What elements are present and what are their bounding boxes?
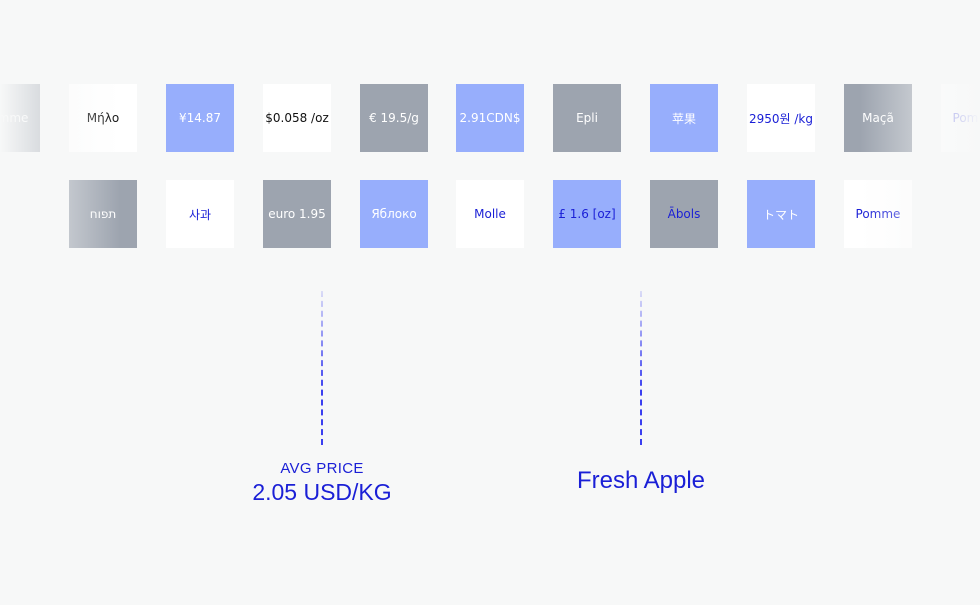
tile-label: € 19.5/g — [369, 111, 419, 125]
tile-label: 苹果 — [671, 111, 696, 126]
price-tile: Яблоко — [360, 180, 428, 248]
tile-label: ¥14.87 — [179, 111, 221, 125]
tile-label: Ābols — [667, 207, 701, 221]
avg-price-label: AVG PRICE — [280, 460, 364, 477]
price-tile: תפוח — [69, 180, 137, 248]
price-tile: Epli — [553, 84, 621, 152]
tile-label: $0.058 /oz — [265, 111, 329, 125]
tile-label: euro 1.95 — [268, 207, 326, 221]
tile-label: 2.91CDN$ — [459, 111, 521, 125]
tile-label: Maçã — [862, 111, 894, 125]
price-tile: Molle — [456, 180, 524, 248]
price-tile: Ābols — [650, 180, 718, 248]
price-tile: euro 1.95 — [263, 180, 331, 248]
price-tile: Pomme — [844, 180, 912, 248]
tile-label: 사과 — [188, 207, 212, 222]
price-tile: トマト — [747, 180, 815, 248]
tile-label: Яблоко — [371, 207, 417, 221]
tile-label: Epli — [576, 111, 598, 125]
tile-row-top: Pomme Μήλο ¥14.87 $0.058 /oz € 19.5/g 2.… — [0, 84, 980, 152]
tile-label: Pomme — [855, 207, 901, 221]
connector-fade — [320, 291, 324, 391]
price-tile: £ 1.6 [oz] — [553, 180, 621, 248]
tile-label: トマト — [762, 207, 799, 222]
tile-label: £ 1.6 [oz] — [558, 207, 616, 221]
tile-label: Molle — [474, 207, 506, 221]
tile-row-bottom: תפוח 사과 euro 1.95 Яблоко Molle £ 1.6 [oz… — [0, 180, 980, 248]
price-tile: € 19.5/g — [360, 84, 428, 152]
price-tile: Pomme — [0, 84, 40, 152]
tile-label: 2950원 /kg — [748, 111, 813, 126]
tile-label: תפוח — [89, 207, 117, 221]
price-tile: Μήλο — [69, 84, 137, 152]
price-tile: Maçã — [844, 84, 912, 152]
tile-label: Pomme — [0, 111, 29, 125]
connector-fade — [639, 291, 643, 391]
price-tile: $0.058 /oz — [263, 84, 331, 152]
tile-label: Pomme — [952, 111, 980, 125]
price-tile: 2950원 /kg — [747, 84, 815, 152]
price-tile: 사과 — [166, 180, 234, 248]
price-tile: 苹果 — [650, 84, 718, 152]
price-tile: Pomme — [941, 84, 980, 152]
product-name: Fresh Apple — [576, 467, 706, 494]
tile-label: Μήλο — [86, 111, 120, 125]
price-tile: ¥14.87 — [166, 84, 234, 152]
avg-price-value: 2.05 USD/KG — [252, 479, 392, 505]
price-tile: 2.91CDN$ — [456, 84, 524, 152]
